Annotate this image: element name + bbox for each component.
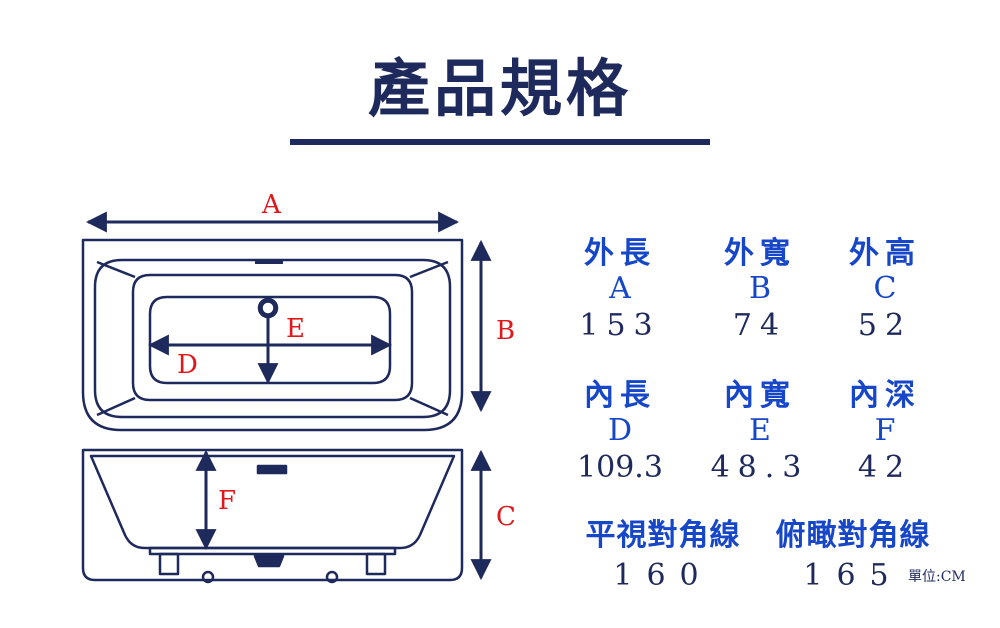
top-view-rim (93, 258, 452, 419)
spec-code: B (748, 271, 772, 306)
top-view-basin (148, 295, 392, 385)
spec-code: A (609, 271, 631, 306)
label-e: E (286, 314, 305, 344)
spec-name: 外寬 (724, 236, 796, 271)
spec-name: 內長 (584, 378, 656, 413)
spec-outer-width: 外寬 B 74 (700, 228, 820, 346)
title-underline (290, 139, 710, 145)
spec-name: 外高 (849, 236, 921, 271)
diagonal-value: 160 (613, 558, 713, 593)
spec-name: 內寬 (724, 378, 796, 413)
spec-value: 109.3 (577, 450, 663, 485)
spec-value: 52 (857, 308, 913, 343)
spec-inner-depth: 內深 F 42 (825, 370, 945, 488)
spec-outer-height: 外高 C 52 (825, 228, 945, 346)
spec-value: 153 (579, 308, 661, 343)
top-view-shelf (131, 273, 414, 402)
diagonal-name: 平視對角線 (585, 518, 741, 553)
spec-inner-width: 內寬 E 48.3 (700, 370, 820, 488)
unit-note: 單位:CM (908, 569, 966, 585)
spec-code: C (873, 271, 897, 306)
spec-code: E (749, 413, 771, 448)
spec-value: 74 (732, 308, 788, 343)
spec-outer-length: 外長 A 153 (560, 228, 680, 346)
diagonal-name: 俯瞰對角線 (775, 518, 931, 553)
spec-value: 42 (857, 450, 913, 485)
side-view-body (89, 454, 456, 550)
spec-code: F (874, 413, 896, 448)
spec-name: 內深 (849, 378, 921, 413)
page-title: 產品規格 (367, 52, 632, 125)
spec-value: 48.3 (710, 450, 810, 485)
label-c: C (496, 502, 516, 532)
label-a: A (262, 190, 281, 220)
spec-name: 外長 (584, 236, 656, 271)
label-b: B (496, 316, 516, 346)
diagonal-value: 165 (803, 558, 903, 593)
side-view-outline (81, 448, 464, 582)
label-f: F (218, 486, 237, 516)
spec-code: D (607, 413, 633, 448)
label-d: D (177, 350, 198, 380)
spec-inner-length: 內長 D 109.3 (560, 370, 680, 488)
diagonal-front: 平視對角線 160 (578, 510, 748, 598)
top-view-outline (81, 238, 464, 432)
diagonal-top: 俯瞰對角線 165 (768, 510, 938, 598)
